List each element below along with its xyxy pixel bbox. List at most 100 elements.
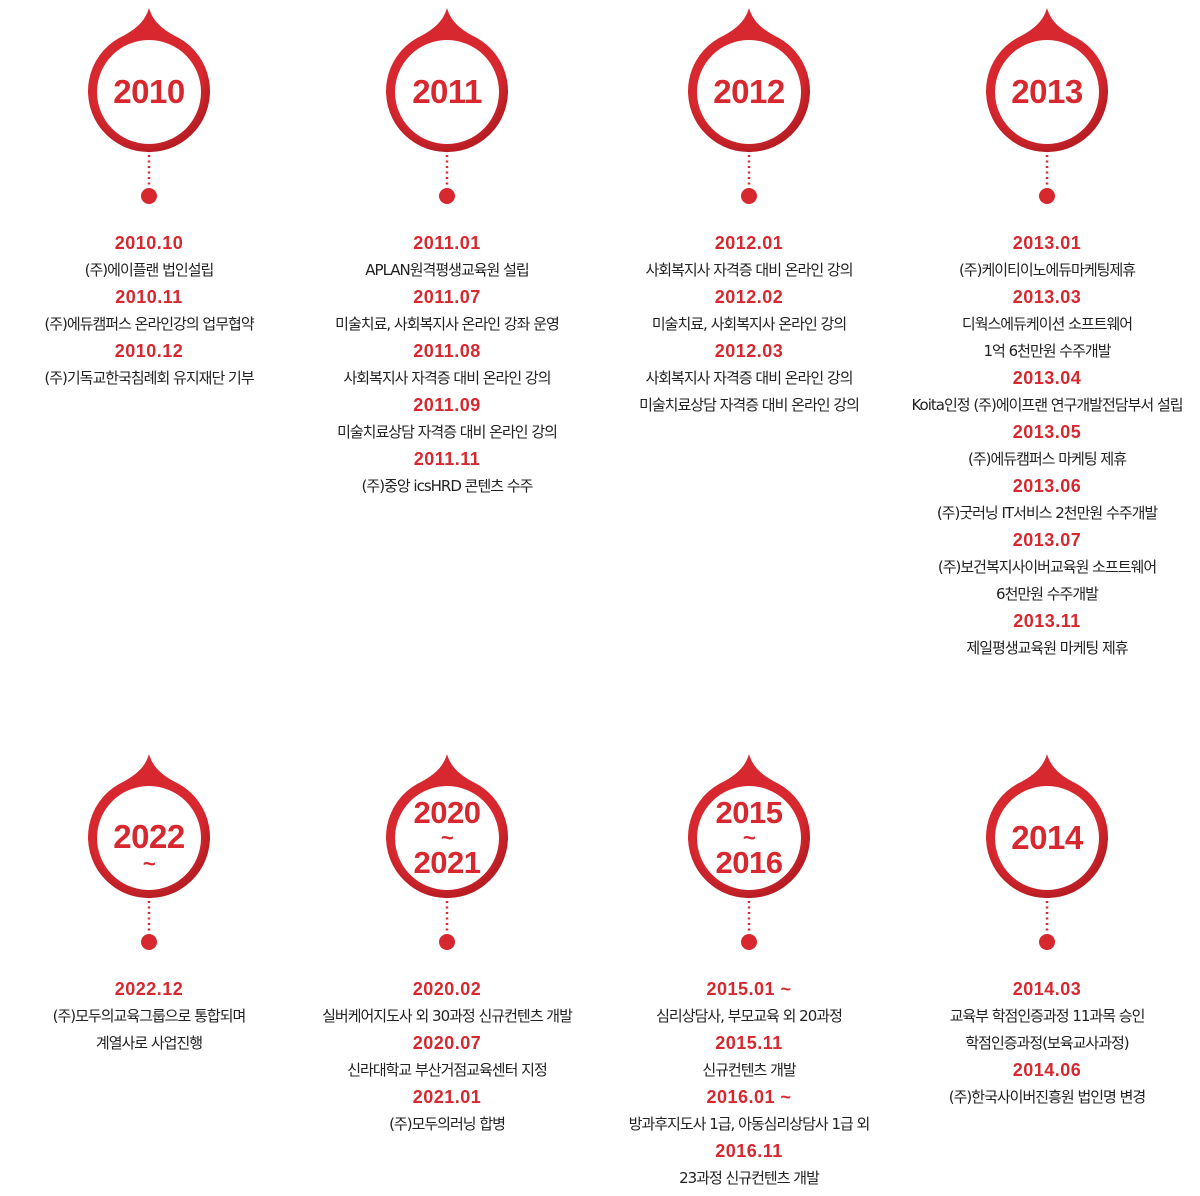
event-description: (주)에듀캠퍼스 마케팅 제휴: [967, 450, 1127, 468]
event-date: 2015.11: [715, 1033, 783, 1053]
event-date: 2011.07: [413, 287, 481, 307]
event-description: 미술치료상담 자격증 대비 온라인 강의: [639, 396, 860, 414]
event-date: 2013.07: [1012, 530, 1082, 550]
event-description: (주)한국사이버진흥원 법인명 변경: [948, 1088, 1146, 1106]
year-badge: 2015~2016: [603, 746, 895, 950]
drop-pin-icon: [88, 754, 210, 950]
timeline-column: 2015~2016 2015.01 ~ 심리상담사, 부모교육 외 20과정 2015…: [603, 746, 895, 1192]
year-badge: 2020~2021: [301, 746, 593, 950]
event-description: (주)모두의러닝 합병: [389, 1115, 506, 1133]
timeline-dot: [439, 934, 455, 950]
drop-pin-icon: [386, 8, 508, 204]
event-date: 2011.01: [413, 233, 481, 253]
event-description: (주)케이티이노에듀마케팅제휴: [958, 261, 1136, 279]
event-date: 2010.10: [114, 233, 184, 253]
event-date: 2013.01: [1012, 233, 1082, 253]
drop-pin-icon: [986, 8, 1108, 204]
year-text: 2011: [412, 73, 482, 110]
event-description: 미술치료, 사회복지사 온라인 강의: [651, 315, 847, 333]
drop-pin-icon: [986, 754, 1108, 950]
event-date: 2015.01 ~: [706, 979, 792, 999]
event-description: (주)보건복지사이버교육원 소프트웨어: [937, 558, 1157, 576]
event-description: 23과정 신규컨텐츠 개발: [679, 1169, 820, 1187]
timeline-dot: [741, 188, 757, 204]
event-date: 2013.11: [1013, 611, 1081, 631]
year-label: 2011: [301, 74, 593, 110]
year-text: 2022: [113, 818, 185, 855]
year-label: 2010: [3, 74, 295, 110]
year-text: 2014: [1011, 819, 1083, 856]
event-description: APLAN원격평생교육원 설립: [365, 261, 529, 279]
event-description: 실버케어지도사 외 30과정 신규컨텐츠 개발: [322, 1007, 573, 1025]
event-date: 2013.05: [1012, 422, 1082, 442]
event-description: (주)중앙 icsHRD 콘텐츠 수주: [361, 477, 534, 495]
event-description: (주)굿러닝 IT서비스 2천만원 수주개발: [936, 504, 1158, 522]
event-description: Koita인정 (주)에이프랜 연구개발전담부서 설립: [911, 396, 1183, 414]
year-badge: 2013: [901, 0, 1193, 204]
timeline-dot: [741, 934, 757, 950]
timeline-dot: [1039, 188, 1055, 204]
event-date: 2010.12: [114, 341, 184, 361]
event-description: 심리상담사, 부모교육 외 20과정: [656, 1007, 843, 1025]
year-badge: 2012: [603, 0, 895, 204]
event-date: 2013.04: [1012, 368, 1082, 388]
year-text: 2012: [713, 73, 785, 110]
event-list: 2012.01 사회복지사 자격증 대비 온라인 강의 2012.02 미술치료, 사…: [603, 230, 895, 419]
timeline-column: 2010 2010.10 (주)에이플랜 법인설립 2010.11 (주)에듀캠퍼스 온…: [3, 0, 295, 392]
year-text: 2015: [715, 795, 783, 830]
year-range-tilde: ~: [142, 851, 156, 876]
event-date: 2012.02: [714, 287, 784, 307]
timeline-column: 2012 2012.01 사회복지사 자격증 대비 온라인 강의 2012.02 미술치…: [603, 0, 895, 419]
year-label: 2015~2016: [603, 797, 895, 879]
event-description: (주)에듀캠퍼스 온라인강의 업무협약: [44, 315, 254, 333]
event-date: 2020.07: [412, 1033, 482, 1053]
event-date: 2010.11: [115, 287, 183, 307]
year-label: 2022~: [3, 818, 295, 876]
year-text: 2021: [413, 845, 481, 880]
year-range-tilde: ~: [742, 825, 756, 850]
year-label: 2014: [901, 820, 1193, 856]
event-date: 2022.12: [114, 979, 184, 999]
event-description: (주)기독교한국침례회 유지재단 기부: [44, 369, 254, 387]
event-date: 2014.06: [1012, 1060, 1082, 1080]
event-description: 미술치료, 사회복지사 온라인 강좌 운영: [335, 315, 560, 333]
event-description: 사회복지사 자격증 대비 온라인 강의: [645, 369, 853, 387]
year-label: 2020~2021: [301, 797, 593, 879]
drop-pin-icon: [688, 8, 810, 204]
drop-pin-icon: [88, 8, 210, 204]
event-date: 2016.11: [715, 1141, 783, 1161]
event-date: 2012.01: [714, 233, 784, 253]
event-description: 6천만원 수주개발: [996, 585, 1099, 603]
event-description: 계열사로 사업진행: [95, 1034, 203, 1052]
event-description: (주)모두의교육그룹으로 통합되며: [52, 1007, 247, 1025]
event-date: 2016.01 ~: [706, 1087, 792, 1107]
year-text: 2010: [113, 73, 185, 110]
timeline-dot: [141, 188, 157, 204]
timeline-dot: [1039, 934, 1055, 950]
event-description: 1억 6천만원 수주개발: [983, 342, 1111, 360]
timeline-dot: [141, 934, 157, 950]
event-description: 신라대학교 부산거점교육센터 지정: [347, 1061, 548, 1079]
event-description: 미술치료상담 자격증 대비 온라인 강의: [337, 423, 558, 441]
drop-pin-icon: [688, 754, 810, 950]
event-date: 2012.03: [714, 341, 784, 361]
event-date: 2013.03: [1012, 287, 1082, 307]
drop-pin-icon: [386, 754, 508, 950]
event-description: (주)에이플랜 법인설립: [84, 261, 215, 279]
timeline-dot: [439, 188, 455, 204]
event-date: 2011.08: [413, 341, 481, 361]
event-description: 사회복지사 자격증 대비 온라인 강의: [645, 261, 853, 279]
year-badge: 2010: [3, 0, 295, 204]
event-list: 2010.10 (주)에이플랜 법인설립 2010.11 (주)에듀캠퍼스 온라인강의…: [3, 230, 295, 392]
year-text: 2013: [1011, 73, 1083, 110]
